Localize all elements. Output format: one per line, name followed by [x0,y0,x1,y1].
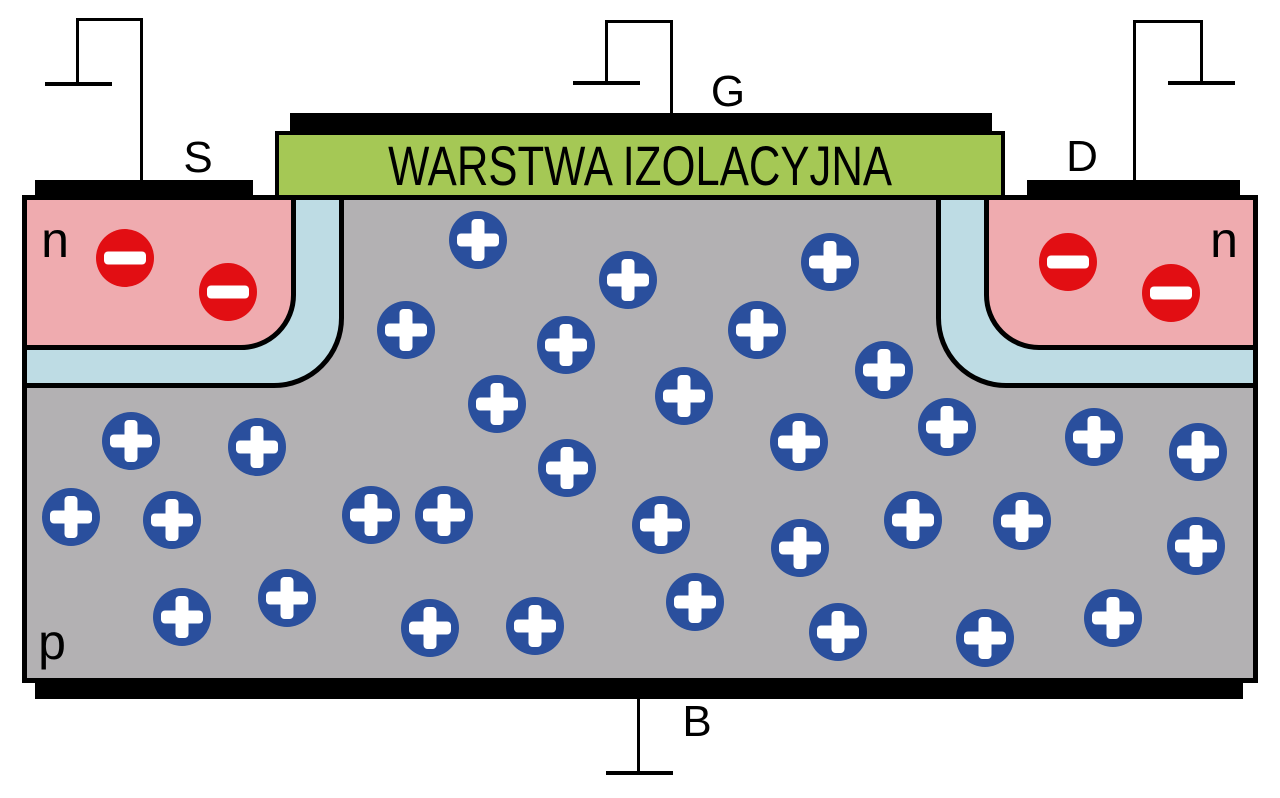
gate-label: G [710,67,746,116]
hole-positive-charge [655,367,713,425]
wire-segment [140,18,143,181]
wire-segment [1133,20,1136,181]
wire-segment [670,20,673,116]
hole-positive-charge [728,301,786,359]
insulating-layer: WARSTWA IZOLACYJNA [275,131,1005,199]
hole-positive-charge [468,375,526,433]
electron-negative-charge [1039,233,1097,291]
hole-positive-charge [993,492,1051,550]
hole-positive-charge [401,599,459,657]
wire-segment [605,20,673,23]
hole-positive-charge [449,211,507,269]
hole-positive-charge [415,486,473,544]
insulating-layer-label: WARSTWA IZOLACYJNA [387,133,892,197]
hole-positive-charge [377,301,435,359]
electron-negative-charge [96,229,154,287]
bulk-terminal-bar [606,771,673,775]
drain-label: D [1066,132,1098,181]
wire-segment [605,20,608,84]
drain-terminal-bar [1168,81,1235,85]
hole-positive-charge [918,398,976,456]
source-electrode [35,180,253,196]
hole-positive-charge [153,588,211,646]
hole-positive-charge [632,496,690,554]
hole-positive-charge [42,488,100,546]
hole-positive-charge [770,413,828,471]
hole-positive-charge [809,603,867,661]
wire-segment [76,18,79,85]
bulk-label: B [682,697,712,746]
hole-positive-charge [258,569,316,627]
hole-positive-charge [538,439,596,497]
hole-positive-charge [537,316,595,374]
n-label-left: n [41,212,69,268]
hole-positive-charge [1167,517,1225,575]
source-terminal-bar [45,82,112,86]
bulk-electrode [35,683,1243,699]
p-label: p [38,614,66,670]
gate-terminal-bar [573,81,640,85]
hole-positive-charge [1084,589,1142,647]
wire-segment [1133,20,1203,23]
hole-positive-charge [506,597,564,655]
electron-negative-charge [199,263,257,321]
hole-positive-charge [855,341,913,399]
hole-positive-charge [771,519,829,577]
electron-negative-charge [1142,264,1200,322]
wire-segment [1200,20,1203,84]
hole-positive-charge [342,486,400,544]
source-label: S [183,133,213,182]
gate-electrode [290,113,992,133]
hole-positive-charge [143,491,201,549]
n-label-right: n [1210,212,1238,268]
hole-positive-charge [956,609,1014,667]
hole-positive-charge [666,573,724,631]
wire-segment [637,697,640,773]
hole-positive-charge [599,251,657,309]
hole-positive-charge [884,491,942,549]
hole-positive-charge [102,412,160,470]
hole-positive-charge [801,233,859,291]
hole-positive-charge [1065,408,1123,466]
n-region-drain [984,195,1258,350]
drain-electrode [1027,180,1240,196]
hole-positive-charge [1169,423,1227,481]
hole-positive-charge [228,418,286,476]
wire-segment [76,18,143,21]
